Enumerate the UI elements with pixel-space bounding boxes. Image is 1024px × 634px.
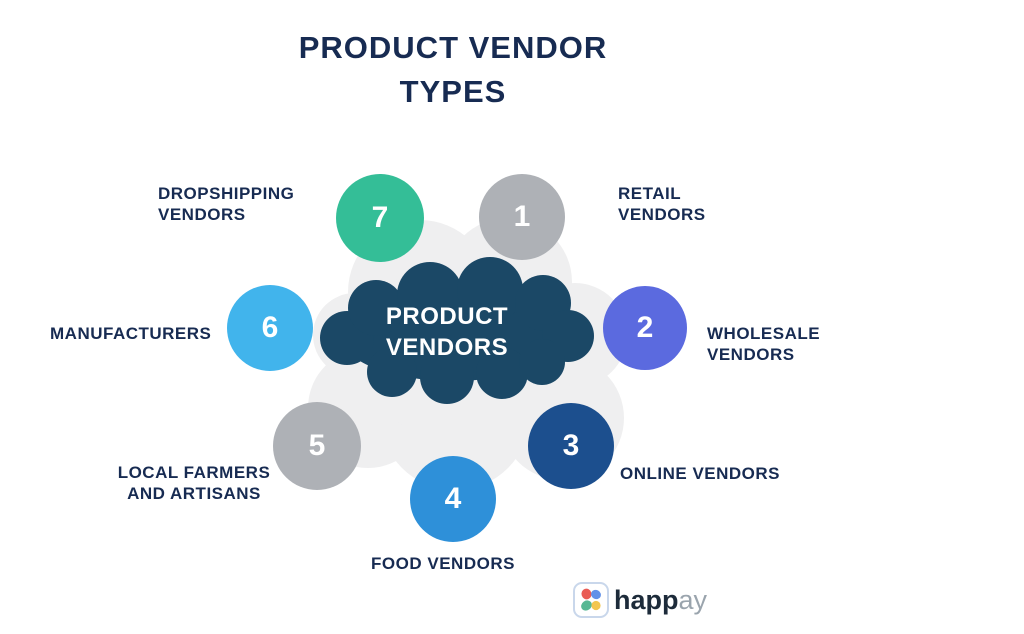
happay-logo-blobs [581,588,601,611]
vendor-circle-2: 2 [603,286,687,370]
vendor-circle-1: 1 [479,174,565,260]
vendor-number-3: 3 [562,429,580,462]
vendor-label-wholesale-vendors: WHOLESALE VENDORS [707,324,821,364]
page-title: PRODUCT VENDOR TYPES [193,26,713,114]
vendor-number-2: 2 [636,311,654,344]
happay-logo-text-bold: happ [614,585,679,615]
vendor-circle-7: 7 [336,174,424,262]
vendor-circle-5: 5 [273,402,361,490]
vendor-circle-3: 3 [528,403,614,489]
vendor-number-6: 6 [261,311,279,344]
happay-logo-text: happ ay [614,584,707,616]
vendor-circle-6: 6 [227,285,313,371]
vendor-number-5: 5 [308,429,326,462]
center-cloud-label: PRODUCT VENDORS [327,301,567,363]
page-title-line2: TYPES [399,74,507,109]
vendor-number-1: 1 [513,200,531,233]
vendor-label-manufacturers: MANUFACTURERS [50,324,212,343]
happay-logo: happ ay [573,582,707,618]
vendor-circle-4: 4 [410,456,496,542]
center-cloud-label-line2: VENDORS [385,334,509,361]
happay-logo-icon [573,582,609,618]
center-cloud-label-line1: PRODUCT [385,303,509,330]
center-cloud-shape [320,257,594,404]
vendor-label-food-vendors: FOOD VENDORS [371,554,515,573]
happay-logo-text-light: ay [678,585,708,615]
page-title-line1: PRODUCT VENDOR [298,30,608,65]
vendor-label-retail-vendors: RETAIL VENDORS [618,184,706,224]
vendor-label-local-farmers-and-artisans: LOCAL FARMERS AND ARTISANS [117,463,271,503]
vendor-label-dropshipping-vendors: DROPSHIPPING VENDORS [158,184,295,224]
vendor-number-7: 7 [371,201,389,234]
vendor-label-online-vendors: ONLINE VENDORS [620,464,781,483]
vendor-number-4: 4 [444,482,462,515]
